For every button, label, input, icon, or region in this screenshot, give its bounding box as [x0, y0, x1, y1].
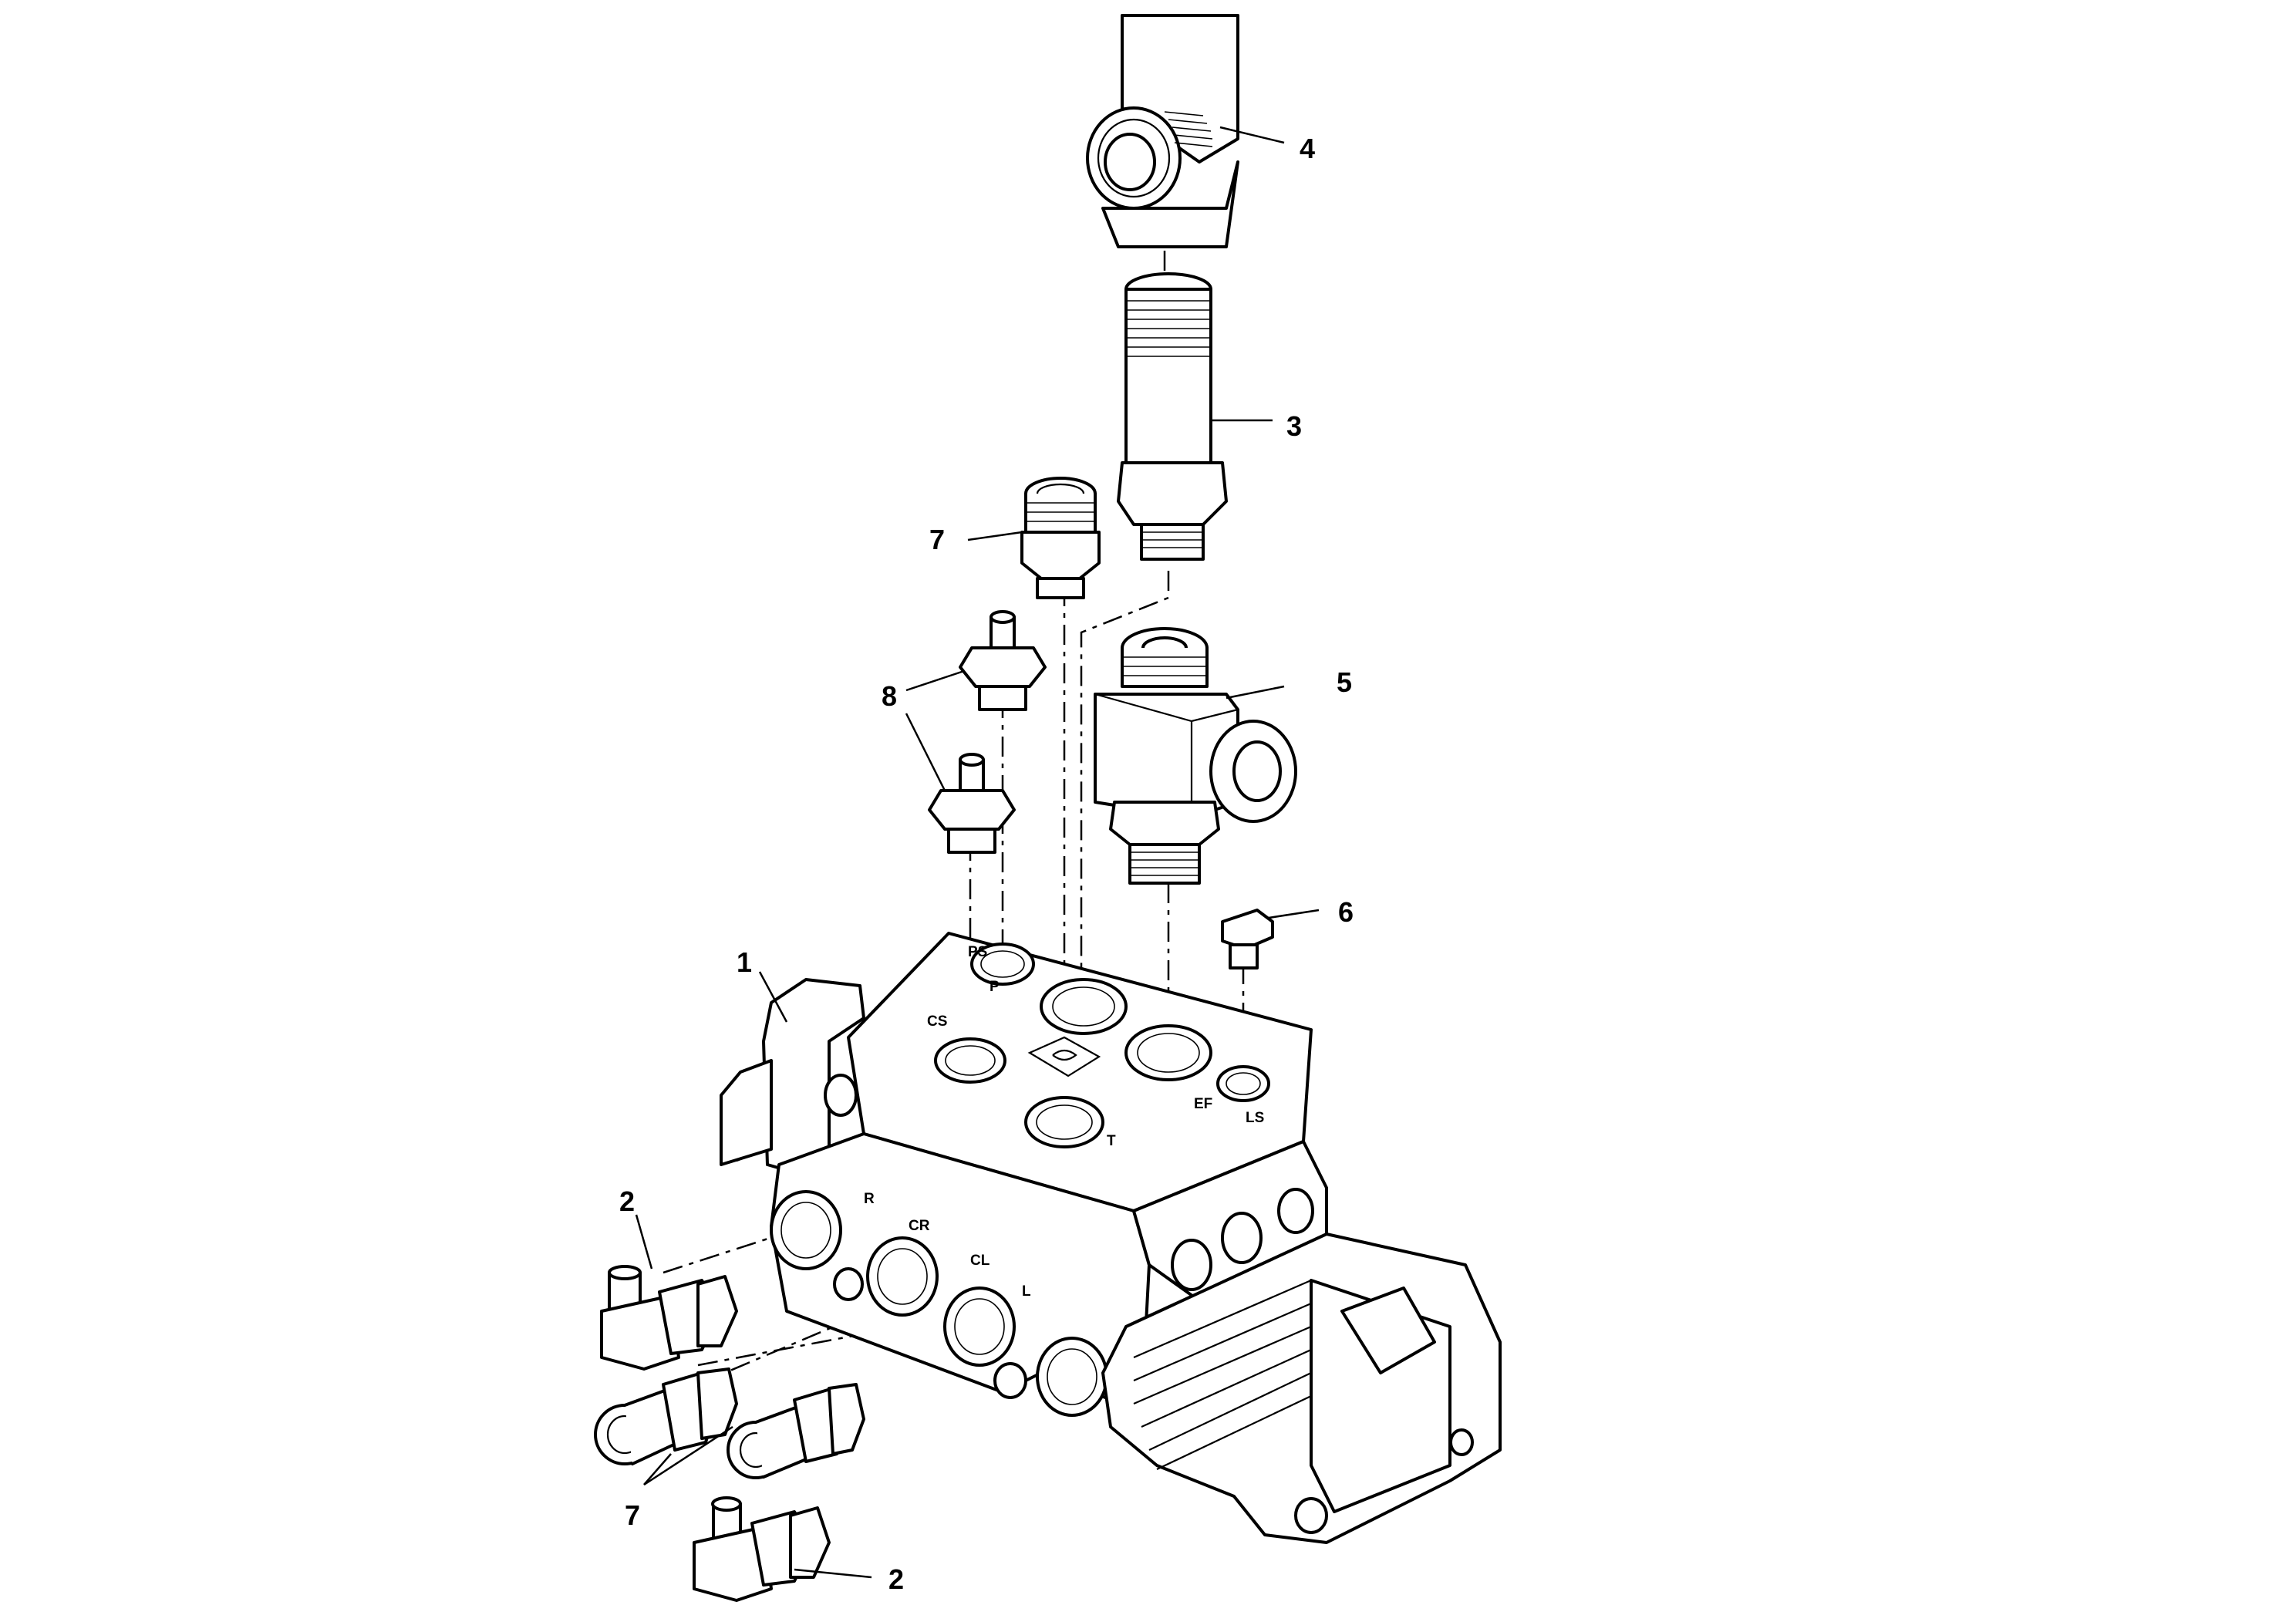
- tee-fitting: [1094, 627, 1297, 885]
- port-label-l: L: [1022, 1283, 1031, 1300]
- port-label-r: R: [864, 1191, 875, 1207]
- callout-7-lower: 7: [625, 1499, 640, 1531]
- straight-adapter-lower-left: [594, 1367, 738, 1465]
- port-label-ps: PS: [968, 944, 987, 960]
- callout-6: 6: [1338, 896, 1354, 928]
- straight-adapter-lower-right: [727, 1383, 865, 1479]
- callout-2-lower: 2: [888, 1563, 904, 1595]
- callout-3: 3: [1286, 410, 1302, 442]
- callout-2-upper: 2: [619, 1185, 635, 1217]
- plug: [1221, 909, 1274, 969]
- port-label-ef: EF: [1194, 1096, 1212, 1112]
- port-labels: PS P CS T EF LS R CR CL L: [864, 944, 1264, 1300]
- port-label-ls: LS: [1246, 1110, 1264, 1126]
- leader-lines: [635, 126, 1320, 1579]
- callout-8: 8: [882, 680, 897, 712]
- valve-body: [720, 932, 1502, 1544]
- port-label-p: P: [990, 979, 1000, 995]
- test-point-adapter-lower: [928, 753, 1016, 854]
- elbow-fitting-top: [1086, 14, 1239, 248]
- callout-1: 1: [737, 946, 752, 978]
- port-label-t: T: [1107, 1133, 1116, 1149]
- straight-adapter-upper: [1020, 477, 1101, 599]
- elbow-adapter-lower: [693, 1496, 831, 1602]
- callout-4: 4: [1300, 133, 1315, 164]
- long-adapter: [1117, 272, 1228, 561]
- callout-5: 5: [1337, 666, 1352, 698]
- elbow-adapter-upper: [600, 1265, 738, 1371]
- port-label-cs: CS: [927, 1013, 947, 1030]
- port-label-cl: CL: [970, 1253, 990, 1269]
- test-point-adapter-upper: [959, 610, 1047, 711]
- callout-numbers: 4 3 7 8 5 6 1 2 7 2: [619, 133, 1354, 1595]
- callout-7-upper: 7: [929, 524, 945, 555]
- port-label-cr: CR: [909, 1218, 930, 1234]
